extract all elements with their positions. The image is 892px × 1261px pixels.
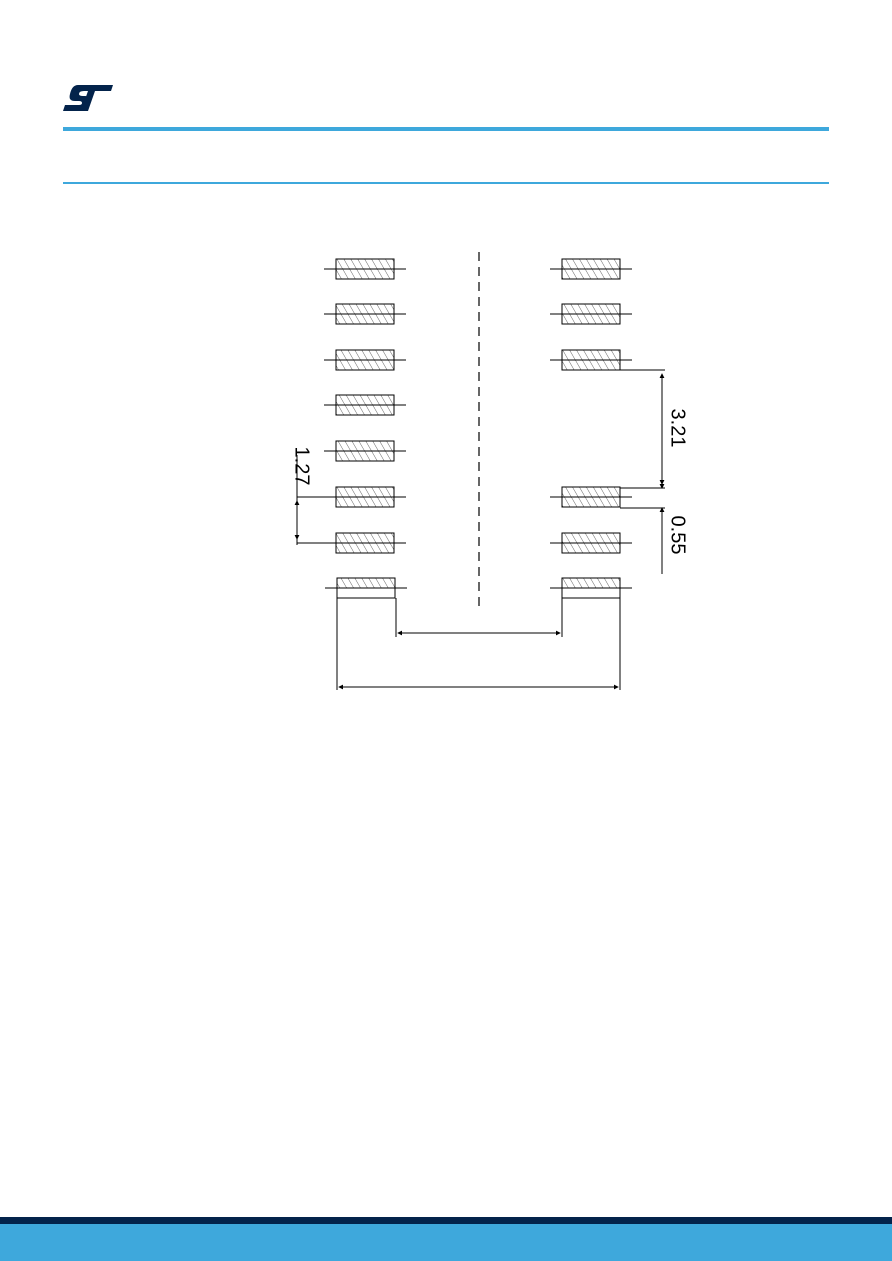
outer-span-dimension: [336, 598, 621, 690]
pad-left-1: [324, 258, 406, 280]
pad-right-2: [550, 303, 632, 325]
row-gap-label: 3.21: [667, 409, 689, 448]
inner-span-dimension: [395, 598, 563, 637]
pitch-label: 1.27: [291, 447, 313, 486]
pad-width-label: 0.55: [667, 516, 689, 555]
pad-right-5: [550, 532, 632, 554]
pad-right-6: [550, 577, 632, 599]
pad-left-8: [325, 577, 407, 599]
pitch-dimension: [294, 455, 339, 545]
footer-bar: [0, 1224, 892, 1261]
pad-right-3: [550, 349, 632, 371]
header-subrule: [63, 182, 829, 184]
header-rule: [63, 127, 829, 131]
pad-width-dimension: [620, 478, 665, 574]
pad-right-1: [550, 258, 632, 280]
pad-left-5: [324, 440, 406, 462]
footer-bar-dark: [0, 1217, 892, 1224]
st-logo-icon: [63, 85, 113, 111]
row-gap-dimension: [620, 369, 665, 489]
pad-left-2: [324, 303, 406, 325]
pad-left-3: [324, 349, 406, 371]
pad-right-4: [550, 486, 632, 508]
pad-left-4: [324, 394, 406, 416]
pads-group: [324, 258, 632, 599]
